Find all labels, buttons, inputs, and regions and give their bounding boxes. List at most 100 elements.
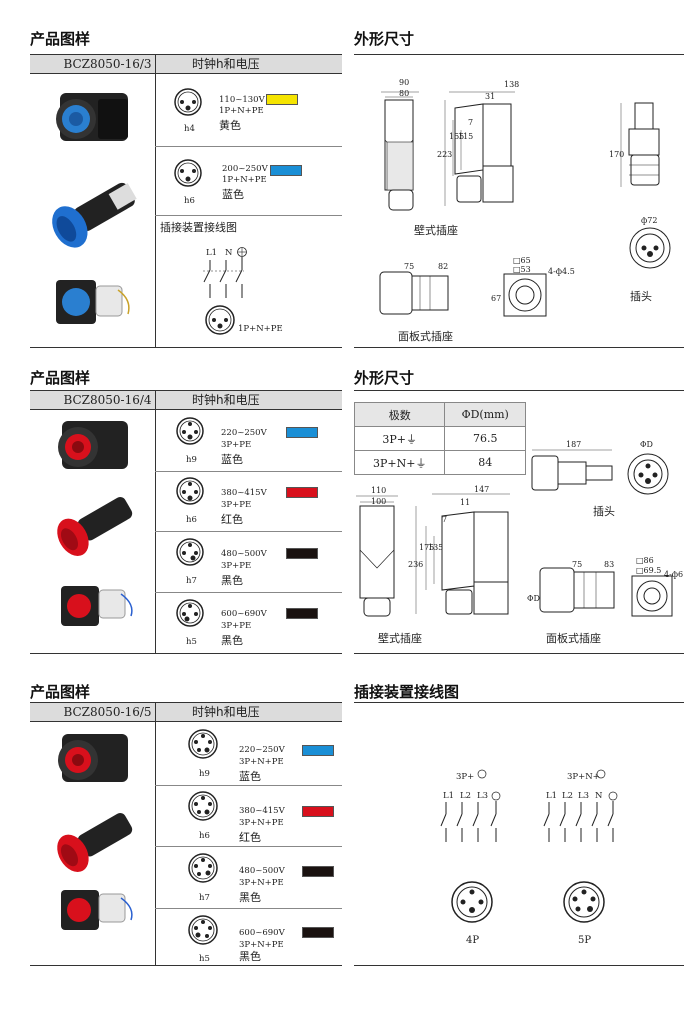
color-swatch [302,745,334,756]
panel-socket-label: 面板式插座 [546,632,601,645]
table-cell-poles: 3P+ [382,432,407,446]
plug-drawing [531,449,613,491]
plug-label: 插头 [593,505,615,518]
color-swatch [302,866,334,877]
divider [30,702,342,703]
wall-socket-drawing [356,493,510,617]
wiring-label: L2 [562,791,574,801]
color-swatch [270,165,302,176]
clock-position: h6 [186,515,197,525]
color-swatch [266,94,298,105]
clock-position: h4 [184,124,195,134]
divider [155,471,342,472]
color-name: 黄色 [219,119,241,132]
wall-socket-image [58,734,128,782]
clock-voltage-header: 时钟h和电压 [192,57,260,71]
panel-dim: □53 [513,265,531,274]
divider [354,965,684,966]
clock-position: h5 [199,954,210,964]
panel-socket-image [56,280,130,324]
panel-face-drawing [631,575,673,617]
section2-left-title: 产品图样 [30,369,91,387]
dim-offset: 31 [485,92,496,101]
panel-dim: 4-ф4.5 [548,267,575,276]
pin-face-icon [176,417,204,445]
divider [354,653,684,654]
panel-socket-image [61,586,133,626]
color-swatch [286,548,318,559]
panel-socket-drawing [379,271,449,315]
wiring-diagram [203,247,247,298]
clock-position: h6 [184,196,195,206]
color-swatch [302,806,334,817]
panel-dim: 83 [604,560,615,569]
panel-dim: 67 [491,294,502,303]
table-header-row: BCZ8050-16/3 时钟h和电压 [30,55,342,73]
divider [30,409,342,410]
panel-dim: ΦD [527,594,540,603]
section3-right-title: 插接装置接线图 [354,683,460,701]
pin-face-icon [176,477,204,505]
dim-depth: 147 [474,485,490,494]
wiring-title: 3P+ [456,772,475,782]
color-name: 蓝色 [239,770,261,783]
wall-socket-image [56,93,128,141]
pin-face-icon [188,915,218,945]
clock-position: h7 [199,893,210,903]
pole-config: 1P+N+PE [222,175,267,185]
wiring-label-l1: L1 [206,248,218,258]
plug-label: 插头 [630,290,652,303]
panel-dim: □65 [513,256,531,265]
divider [30,653,342,654]
column-divider [155,55,156,347]
divider [354,702,684,703]
panel-dim: 75 [572,560,583,569]
plug-image [57,813,133,872]
divider [30,965,342,966]
clock-position: h9 [199,769,210,779]
voltage-range: 200~250V [222,164,268,174]
color-swatch [302,927,334,938]
plug-diameter: ΦD [640,440,653,449]
pin-face-5p-icon [563,881,605,923]
clock-position: h7 [186,576,197,586]
dim-depth: 138 [504,80,520,89]
dim-height: 236 [408,560,424,569]
pin-face-icon [174,159,202,187]
wiring-diagram-5p [543,769,618,842]
color-swatch [286,608,318,619]
table-row: 3P+⏚ 76.5 [353,426,526,451]
dim-width: 90 [399,78,410,87]
panel-dim: 82 [438,262,449,271]
color-name: 黑色 [239,891,261,904]
wall-socket-label: 壁式插座 [414,224,458,237]
table-header-row: BCZ8050-16/4 时钟h和电压 [30,391,342,409]
color-name: 黑色 [221,634,243,647]
section1-right-title: 外形尺寸 [354,30,415,48]
wall-socket-label: 壁式插座 [378,632,422,645]
color-swatch [286,427,318,438]
pin-face-icon [188,853,218,883]
wall-socket-image [58,421,128,469]
clock-position: h9 [186,455,197,465]
panel-dim: □69.5 [636,566,662,575]
divider [155,846,342,847]
wiring-diagram-4p [440,769,501,842]
plug-image [52,182,137,248]
clock-voltage-header: 时钟h和电压 [192,705,260,719]
divider [30,390,342,391]
model-number: BCZ8050-16/4 [63,393,152,407]
wiring-title: 插接装置接线图 [160,221,237,234]
wiring-label: L3 [578,791,590,801]
column-divider [155,391,156,653]
plug-length: 187 [566,440,582,449]
wiring-title: 3P+N+ [567,772,600,782]
plug-face-drawing [627,453,669,495]
color-name: 红色 [221,513,243,526]
divider [354,54,684,55]
pin-face-icon [176,538,204,566]
section1-left-title: 产品图样 [30,30,91,48]
color-name: 蓝色 [222,188,244,201]
color-name: 蓝色 [221,453,243,466]
dim-width-inner: 100 [371,497,387,506]
